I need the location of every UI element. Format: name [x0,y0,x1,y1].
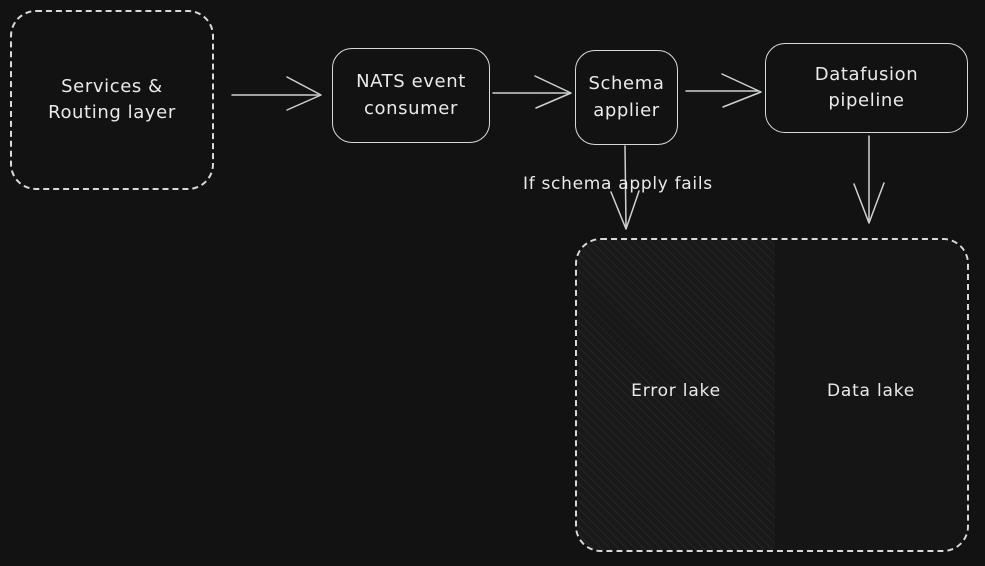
region-error-lake[interactable]: Error lake [577,240,775,550]
node-nats-event-consumer[interactable]: NATS event consumer [332,48,490,143]
node-services-routing-layer-label: Services & Routing layer [48,75,176,123]
node-schema-applier[interactable]: Schema applier [575,50,678,145]
region-error-lake-label: Error lake [631,381,721,401]
node-datafusion-pipeline[interactable]: Datafusion pipeline [765,43,968,133]
region-data-lake-label: Data lake [826,381,916,401]
node-schema-applier-label: Schema applier [588,73,665,121]
node-services-routing-layer[interactable]: Services & Routing layer [10,10,214,190]
lake-container: Error lake Data lake [575,238,969,552]
region-data-lake[interactable]: Data lake [775,240,967,550]
node-nats-event-consumer-label: NATS event consumer [356,71,466,119]
node-datafusion-pipeline-label: Datafusion pipeline [814,63,919,111]
edge-label-if-schema-apply-fails: If schema apply fails [523,174,713,194]
